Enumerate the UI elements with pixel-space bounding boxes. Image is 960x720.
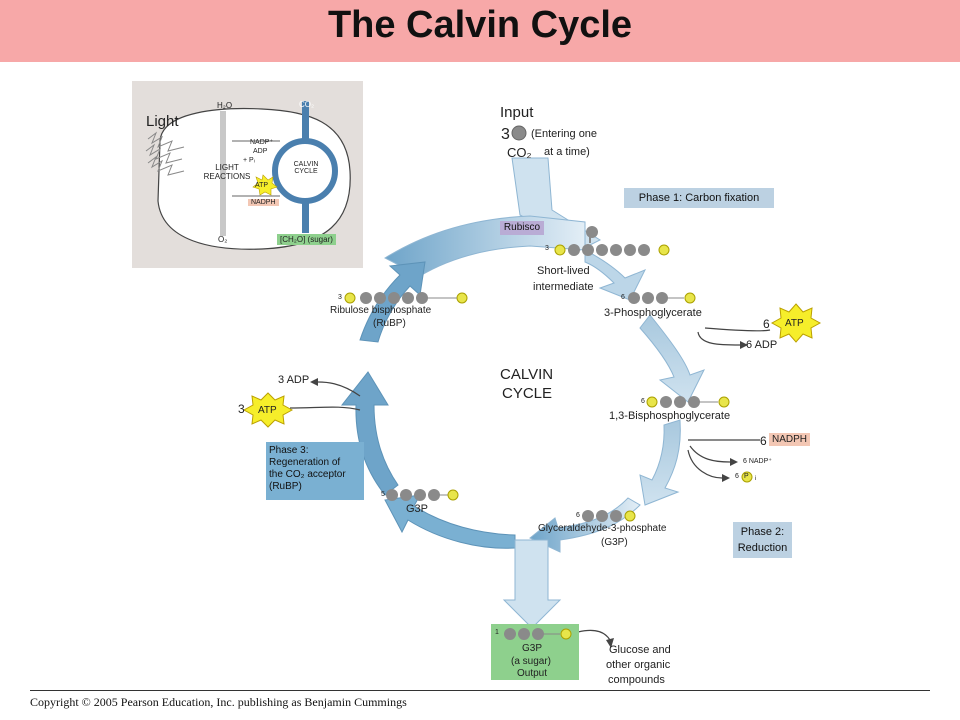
intermediate-label-2: intermediate xyxy=(533,281,594,293)
g3p6-label-2: (G3P) xyxy=(601,537,628,548)
pi-label: + Pᵢ xyxy=(243,157,255,164)
input-co2-formula: CO₂ xyxy=(507,145,532,160)
o2-label: O₂ xyxy=(218,235,228,244)
atp-left-count: 3 xyxy=(238,402,245,416)
input-co2-count: 3 xyxy=(501,126,510,143)
footer-divider xyxy=(30,690,930,691)
phase-2-line-1: Phase 2: xyxy=(740,526,785,538)
phase-3-box: Phase 3: Regeneration of the CO₂ accepto… xyxy=(266,442,364,500)
input-label: Input xyxy=(500,104,534,121)
phase-3-line-4: (RuBP) xyxy=(269,481,302,492)
atp-right-count: 6 xyxy=(763,317,770,331)
phase-3-line-1: Phase 3: xyxy=(269,445,309,456)
inset-nadph-label: NADPH xyxy=(248,199,279,206)
intermediate-count: 3 xyxy=(545,245,549,252)
glucose-line-3: compounds xyxy=(608,674,665,686)
output-label-1: G3P xyxy=(522,643,543,654)
rubp-count: 3 xyxy=(338,294,342,301)
rubp-molecule xyxy=(344,292,468,304)
pi-phosphate xyxy=(741,471,753,483)
bpg-count: 6 xyxy=(641,398,645,405)
adp-label: ADP xyxy=(253,148,268,155)
g3p-5-molecule xyxy=(386,489,459,501)
rubisco-box: Rubisco xyxy=(500,221,544,235)
output-label-3: Output xyxy=(517,668,548,679)
pi-count: 6 xyxy=(735,473,739,480)
nadp-label: NADP⁺ xyxy=(250,139,274,146)
output-g3p-molecule xyxy=(491,624,579,680)
glucose-line-2: other organic xyxy=(606,659,671,671)
g3p5-label: G3P xyxy=(406,503,429,515)
atp-burst-left xyxy=(242,392,294,428)
co2-label: CO₂ xyxy=(299,100,315,109)
g3p6-label-1: Glyceraldehyde-3-phosphate xyxy=(538,523,667,534)
rubp-label-1: Ribulose bisphosphate xyxy=(330,305,432,316)
pi-subscript: i xyxy=(755,476,757,482)
phase-3-line-3: the CO₂ acceptor xyxy=(269,469,346,480)
title-bar xyxy=(0,0,960,62)
glucose-line-1: Glucose and xyxy=(609,644,671,656)
pga-molecule xyxy=(628,292,696,304)
pga-count: 6 xyxy=(621,294,625,301)
atp-burst-right xyxy=(770,303,822,343)
intermediate-molecule xyxy=(554,226,670,256)
adp-left-label: 3 ADP xyxy=(278,374,310,386)
atp-left-label: ATP xyxy=(258,405,277,416)
intermediate-label-1: Short-lived xyxy=(537,265,590,277)
output-count: 1 xyxy=(495,629,499,636)
sugar-label: [CH₂O] (sugar) xyxy=(277,234,336,245)
bpg-label: 1,3-Bisphosphoglycerate xyxy=(609,410,731,422)
pga-label: 3-Phosphoglycerate xyxy=(604,307,702,319)
atp-burst xyxy=(252,174,278,196)
light-label: Light xyxy=(146,113,179,130)
h2o-label: H₂O xyxy=(217,101,233,110)
center-label-line-1: CALVIN xyxy=(500,366,554,383)
nadp-label: 6 NADP⁺ xyxy=(743,458,772,465)
page-title: The Calvin Cycle xyxy=(327,4,633,46)
chloroplast-drawing xyxy=(145,101,351,250)
input-note-2: at a time) xyxy=(544,146,590,158)
phase-2-box: Phase 2: Reduction xyxy=(733,522,792,558)
atp-right-label: ATP xyxy=(785,318,804,329)
inset-atp-label: ATP xyxy=(255,182,269,189)
chloroplast-overview: Light H₂O CO₂ NADP⁺ ADP + Pᵢ LIGHT REACT… xyxy=(132,81,363,268)
g3p-6-molecule xyxy=(582,510,636,522)
pi-symbol: P xyxy=(744,473,749,480)
adp-right-label: 6 ADP xyxy=(746,339,778,351)
calvin-cycle-small-label: CALVIN CYCLE xyxy=(293,161,319,175)
g3p5-count: 5 xyxy=(381,491,385,498)
copyright: Copyright © 2005 Pearson Education, Inc.… xyxy=(30,695,407,709)
phase-2-line-2: Reduction xyxy=(737,542,788,554)
phase-3-line-2: Regeneration of xyxy=(269,457,341,468)
output-label-2: (a sugar) xyxy=(511,656,552,667)
rubp-label-2: (RuBP) xyxy=(373,318,406,329)
phase-1-box: Phase 1: Carbon fixation xyxy=(624,188,774,208)
input-note-1: (Entering one xyxy=(531,128,598,140)
bpg-molecule xyxy=(646,396,730,408)
center-label-line-2: CYCLE xyxy=(502,385,553,402)
nadph-label: NADPH xyxy=(769,433,811,446)
light-reactions-label: LIGHT REACTIONS xyxy=(203,163,251,181)
nadph-count: 6 xyxy=(760,434,767,448)
g3p6-count: 6 xyxy=(576,512,580,519)
